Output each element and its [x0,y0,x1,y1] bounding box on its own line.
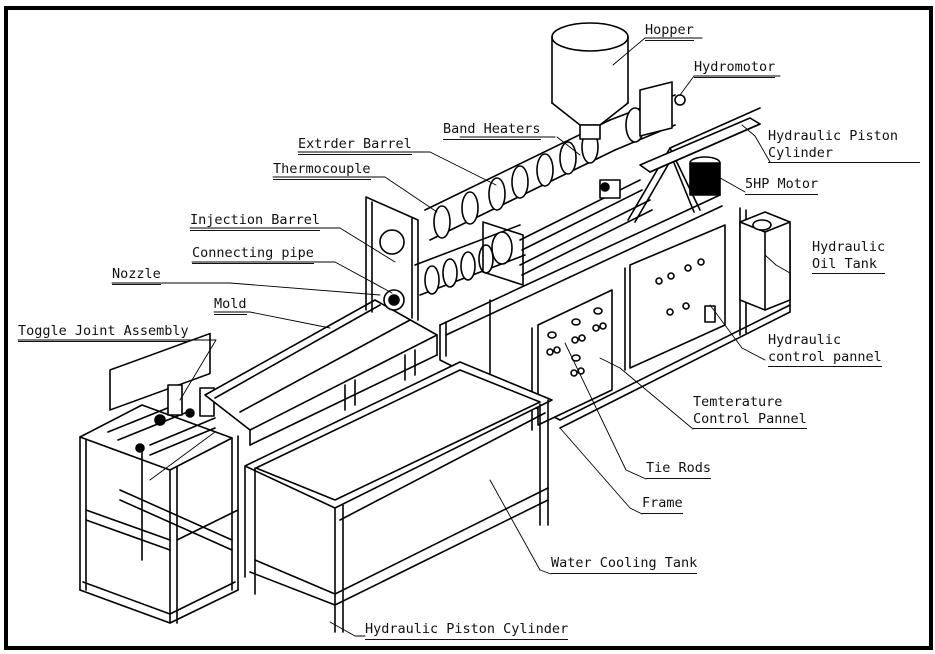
label-hydraulic-control-panel: Hydraulic control pannel [768,332,882,367]
label-hydraulic-piston-cylinder-top: Hydraulic Piston Cylinder [768,128,920,163]
mold-bed [204,299,438,446]
label-thermocouple: Thermocouple [273,161,371,180]
label-tie-rods: Tie Rods [646,460,712,479]
water-tank-drawing [244,361,553,633]
label-extruder-barrel: Extrder Barrel [298,136,412,155]
label-hydraulic-piston-cylinder-bottom: Hydraulic Piston Cylinder [365,621,569,640]
label-temperature-control-panel: Temterature Control Pannel [693,394,807,429]
label-line-1: Hydraulic [812,239,886,255]
label-hydromotor: Hydromotor [694,59,776,78]
label-hopper: Hopper [645,22,694,41]
label-line-2: Oil Tank [812,256,886,274]
figure-border [4,6,933,650]
temperature-panel-drawing [531,289,613,431]
label-mold: Mold [214,296,247,315]
hopper-drawing [551,22,629,140]
label-line-2: Cylinder [768,145,920,163]
label-toggle-joint-assembly: Toggle Joint Assembly [18,323,189,342]
oil-tank-drawing [739,211,791,311]
hydraulic-panel-drawing [624,224,726,371]
toggle-stand [79,332,239,624]
leader-lines [17,37,791,637]
label-frame: Frame [642,495,683,514]
label-injection-barrel: Injection Barrel [190,212,321,231]
label-line-1: Temterature [693,394,783,410]
label-line-2: Control Pannel [693,411,807,429]
label-hydraulic-oil-tank: Hydraulic Oil Tank [812,239,886,274]
label-5hp-motor: 5HP Motor [745,176,819,195]
label-band-heaters: Band Heaters [443,121,541,140]
label-line-1: Hydraulic Piston [768,128,899,144]
label-water-cooling-tank: Water Cooling Tank [551,555,698,574]
label-nozzle: Nozzle [112,266,161,285]
label-line-2: control pannel [768,349,882,367]
label-connecting-pipe: Connecting pipe [192,245,314,264]
label-line-1: Hydraulic [768,332,842,348]
